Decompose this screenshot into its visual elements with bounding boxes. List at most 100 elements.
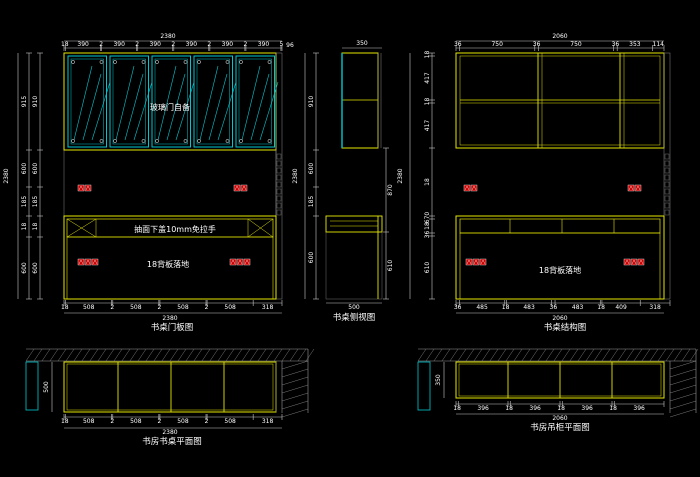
- wall-hatch-line: [161, 348, 171, 362]
- plan-cabinet-total: 2060: [552, 415, 567, 422]
- outlet-mark: [87, 185, 91, 191]
- plan-cabinet-left-wall: [417, 361, 431, 411]
- glass-hatch: [133, 81, 153, 141]
- glass-hatch: [241, 65, 261, 141]
- hinge-icon: [183, 139, 188, 143]
- wall-hatch-line: [105, 348, 115, 362]
- front-back-panel: [66, 236, 274, 300]
- glass-door-inner: [154, 58, 188, 145]
- outlet-icon: [634, 184, 642, 192]
- wall-hatch-line: [145, 348, 155, 362]
- glass-door-inner: [238, 58, 272, 145]
- hinge-icon: [183, 60, 188, 64]
- hinge-icon: [113, 139, 117, 143]
- wall-hatch-line: [65, 348, 75, 362]
- glass-hatch: [175, 81, 195, 141]
- dim-label: 18: [505, 405, 513, 412]
- wall-hatch-line: [669, 400, 697, 410]
- wall-hatch-line: [129, 348, 139, 362]
- strip-slot: [664, 195, 670, 202]
- strip-slot: [276, 167, 282, 174]
- hinge-icon: [141, 139, 146, 143]
- dim-label: 2: [205, 418, 209, 425]
- wall-hatch-line: [457, 348, 467, 362]
- wall-hatch-line: [225, 348, 235, 362]
- back-panel-label: 18背板落地: [147, 259, 189, 269]
- wall-hatch-line: [305, 348, 315, 362]
- dim-label: 353: [629, 41, 641, 48]
- strip-slot: [664, 202, 670, 209]
- wall-hatch-line: [553, 348, 563, 362]
- dim-label: 2: [157, 418, 161, 425]
- wall-hatch-line: [193, 348, 203, 362]
- outlet-mark: [234, 185, 238, 191]
- hinge-icon: [239, 139, 243, 143]
- outlet-icon: [465, 258, 473, 266]
- wall-hatch-line: [169, 348, 179, 362]
- plan-desk-inner: [66, 363, 274, 411]
- plan-cabinet-left-dim: 350: [435, 374, 442, 386]
- outlet-mark: [87, 259, 91, 265]
- outlet-mark: [85, 185, 89, 191]
- plan-desk-title: 书房书桌平面图: [142, 436, 202, 447]
- dim-label: 318: [649, 304, 661, 311]
- wall-hatch-line: [153, 348, 163, 362]
- glass-hatch: [115, 65, 135, 141]
- hinge-icon: [99, 60, 104, 64]
- dim-label: 18: [61, 418, 69, 425]
- glass-door-panel: [193, 55, 233, 148]
- outlet-mark: [78, 185, 82, 191]
- hinge-icon: [99, 139, 104, 143]
- front-top-total: 2380: [160, 33, 175, 40]
- dim-label: 18: [557, 405, 565, 412]
- glass-door-inner: [112, 58, 146, 145]
- dim-label: 396: [529, 405, 541, 412]
- dim-label: 18: [424, 178, 431, 186]
- dim-label: 390: [113, 41, 125, 48]
- outlet-icon: [627, 184, 635, 192]
- wall-hatch-line: [569, 348, 579, 362]
- struct-left-total: 2380: [397, 168, 404, 183]
- outlet-icon: [470, 184, 478, 192]
- dim-label: 318: [262, 418, 274, 425]
- dim-label: 600: [32, 163, 39, 175]
- front-drawer-diag: [66, 218, 97, 238]
- struct-drawer-band: [459, 218, 661, 234]
- wall-hatch-line: [505, 348, 515, 362]
- wall-hatch-line: [417, 348, 427, 362]
- dim-label: 36: [454, 41, 462, 48]
- wall-hatch-line: [489, 348, 499, 362]
- outlet-mark: [92, 259, 96, 265]
- wall-hatch-line: [217, 348, 227, 362]
- side-upper-cabinet: [341, 52, 379, 149]
- wall-hatch-line: [25, 348, 35, 362]
- hinge-icon: [197, 60, 201, 64]
- glass-hatch: [199, 65, 219, 141]
- hinge-icon: [267, 139, 272, 143]
- dim-label: 114: [653, 41, 665, 48]
- dim-label: 2: [99, 41, 103, 48]
- dim-label: 18: [21, 223, 28, 231]
- wall-hatch-line: [617, 348, 627, 362]
- wall-hatch-line: [233, 348, 243, 362]
- front-top-tail: 96: [286, 42, 294, 49]
- wall-hatch-line: [689, 348, 699, 362]
- hinge-icon: [71, 139, 75, 143]
- glass-door-inner: [196, 58, 230, 145]
- side-desktop: [325, 215, 383, 233]
- outlet-mark: [473, 259, 477, 265]
- dim-label: 185: [32, 196, 39, 208]
- outlet-icon: [233, 184, 241, 192]
- dim-label: 600: [32, 262, 39, 274]
- dim-label: 600: [308, 163, 315, 175]
- strip-slot: [276, 174, 282, 181]
- outlet-icon: [236, 258, 244, 266]
- dim-label: 508: [177, 304, 189, 311]
- dim-label: 417: [424, 120, 431, 132]
- outlet-mark: [243, 185, 247, 191]
- hinge-icon: [239, 60, 243, 64]
- glass-hatch: [91, 81, 111, 141]
- wall-hatch-line: [641, 348, 651, 362]
